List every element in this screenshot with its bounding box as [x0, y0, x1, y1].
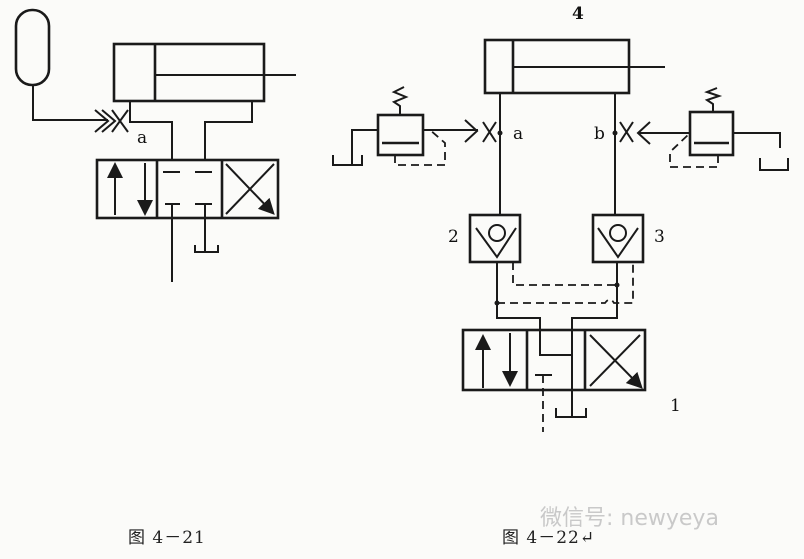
relief-valve-right — [638, 87, 789, 171]
figure-4-21 — [14, 8, 296, 282]
tank-left — [194, 218, 219, 253]
check-valve-3 — [591, 213, 645, 264]
pilot-line-lower — [497, 262, 634, 304]
label-a-left: a — [137, 128, 148, 148]
label-check-valve-3: 3 — [654, 227, 665, 247]
throttle-b — [619, 121, 651, 145]
throttle-a — [94, 109, 129, 133]
label-b: b — [594, 124, 605, 144]
directional-valve-1 — [461, 328, 647, 392]
accumulator — [14, 8, 51, 87]
figure-4-22 — [332, 38, 789, 432]
cylinder-left — [112, 42, 296, 103]
label-valve-1: 1 — [670, 396, 681, 416]
caption-fig-4-22: 图 4－22↵ — [502, 528, 596, 548]
pilot-line-upper — [512, 262, 617, 286]
caption-fig-4-21: 图 4－21 — [128, 528, 206, 548]
directional-valve-left — [95, 158, 280, 220]
accumulator-line — [32, 85, 108, 121]
tank-right-bottom — [555, 408, 587, 418]
label-a-right: a — [513, 124, 524, 144]
throttle-a-right — [464, 119, 497, 143]
watermark: 微信号: newyeya — [540, 506, 719, 531]
label-cylinder-4: 4 — [572, 4, 584, 24]
label-check-valve-2: 2 — [448, 227, 459, 247]
relief-valve-left — [332, 86, 478, 166]
check-valve-2 — [468, 213, 522, 264]
cylinder-4 — [483, 38, 665, 95]
